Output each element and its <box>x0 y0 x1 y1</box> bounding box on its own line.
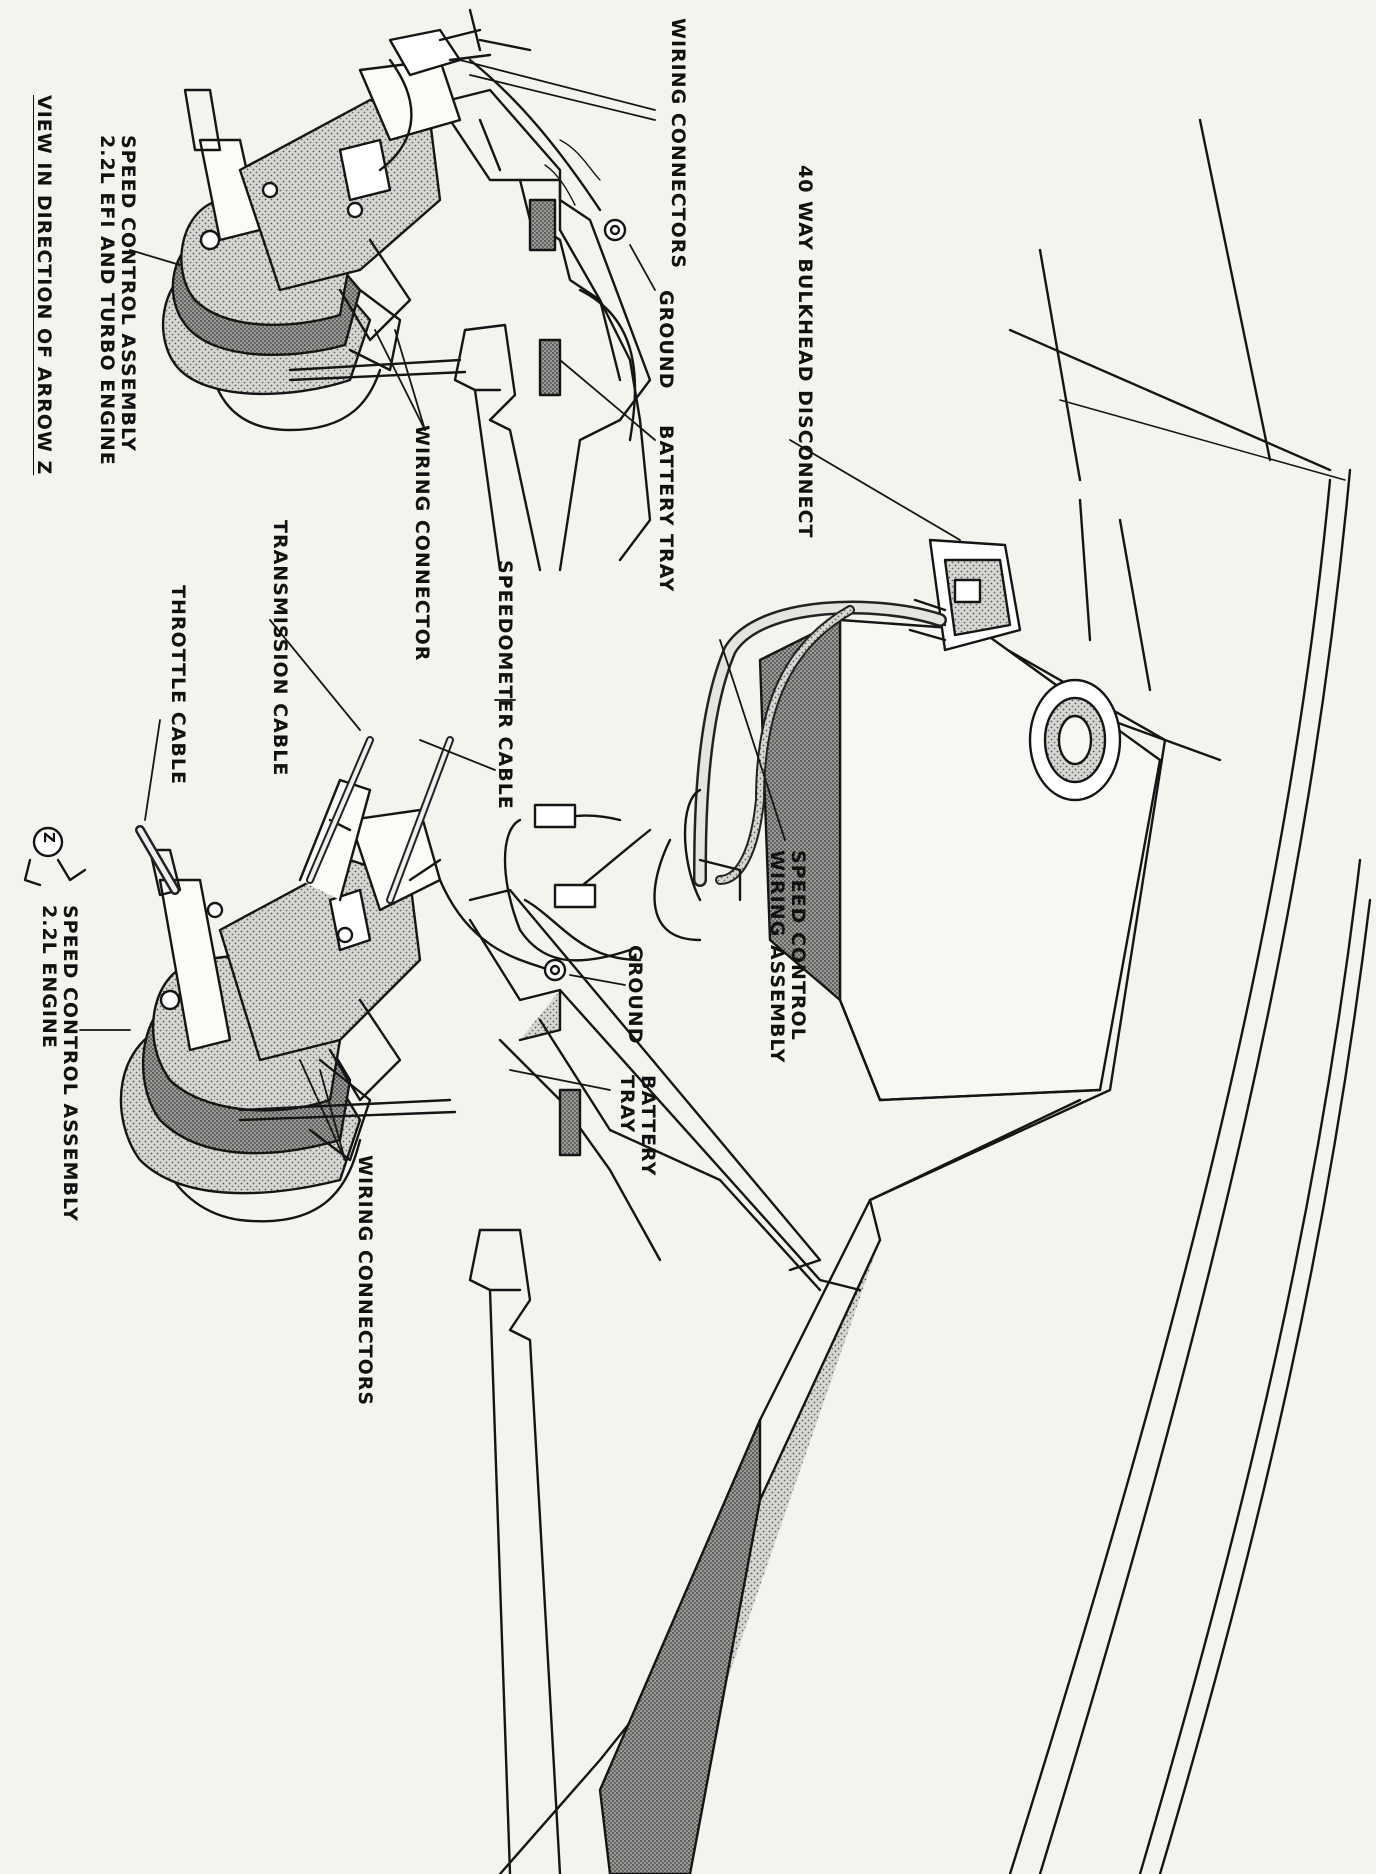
label-speed-control-wiring-line2: WIRING ASSEMBLY <box>766 850 789 1064</box>
label-speed-control-22: SPEED CONTROL ASSEMBLY 2.2L ENGINE <box>38 905 81 1222</box>
label-ground-top: GROUND <box>655 290 677 390</box>
label-speed-control-22-line1: SPEED CONTROL ASSEMBLY <box>59 905 81 1222</box>
battery-tray-bottom <box>468 888 862 1292</box>
arrow-z-symbol <box>23 826 87 887</box>
label-speedometer-cable: SPEEDOMETER CABLE <box>494 560 516 810</box>
battery-cylinder <box>758 618 1162 1102</box>
label-view-arrow-z: VIEW IN DIRECTION OF ARROW Z <box>33 95 55 476</box>
battery-tray-top <box>448 88 652 572</box>
label-speed-control-wiring-line1: SPEED CONTROL <box>787 850 809 1041</box>
wiring-harness <box>503 600 947 962</box>
label-speed-control-efi-line2: 2.2L EFI AND TURBO ENGINE <box>96 135 119 466</box>
bulkhead-connector <box>903 538 1022 652</box>
label-wiring-connectors-bottom: WIRING CONNECTORS <box>354 1155 376 1407</box>
label-40-way-bulkhead: 40 WAY BULKHEAD DISCONNECT <box>794 165 816 539</box>
label-ground-bottom: GROUND <box>624 945 646 1045</box>
cables-bottom <box>135 736 454 904</box>
label-speed-control-wiring: SPEED CONTROL WIRING ASSEMBLY <box>766 850 809 1064</box>
label-wiring-connector-mid: WIRING CONNECTOR <box>411 425 433 662</box>
fender-body <box>1008 118 1372 1874</box>
label-speed-control-22-line2: 2.2L ENGINE <box>38 905 61 1049</box>
inner-apron <box>498 638 1167 1874</box>
label-battery-tray-bottom-line1: BATTERY <box>637 1075 659 1177</box>
label-throttle-cable: THROTTLE CABLE <box>167 585 189 785</box>
support-rail-top <box>453 323 542 572</box>
label-battery-tray-top: BATTERY TRAY <box>655 425 677 593</box>
leader-lines <box>79 59 961 1161</box>
label-transmission-cable: TRANSMISSION CABLE <box>269 520 291 777</box>
label-speed-control-efi: SPEED CONTROL ASSEMBLY 2.2L EFI AND TURB… <box>96 135 139 466</box>
label-speed-control-efi-line1: SPEED CONTROL ASSEMBLY <box>117 135 139 452</box>
label-battery-tray-bottom-line2: TRAY <box>616 1075 639 1134</box>
label-battery-tray-bottom: BATTERY TRAY <box>616 1075 659 1177</box>
label-wiring-connectors-top: WIRING CONNECTORS <box>667 18 689 270</box>
servo-assembly-top <box>161 58 467 432</box>
ground-terminal-bottom <box>438 878 567 982</box>
support-rail-bottom <box>468 1228 562 1874</box>
label-arrow-z-letter: Z <box>40 832 58 844</box>
servo-assembly-bottom <box>119 778 457 1223</box>
